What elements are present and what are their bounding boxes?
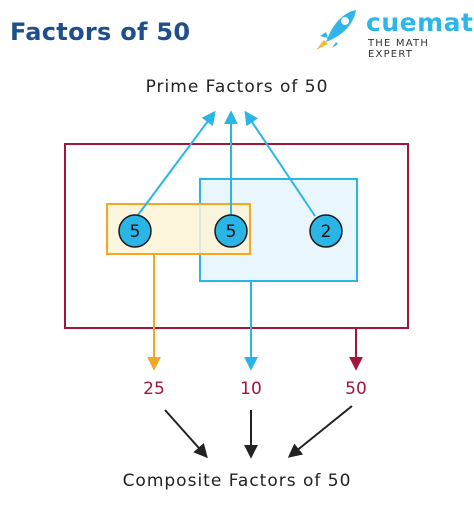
prime-node: 5 (214, 214, 248, 248)
prime-node-label: 2 (321, 222, 332, 242)
rocket-icon (316, 10, 356, 50)
prime-node: 2 (309, 214, 343, 248)
composite-factors-label: Composite Factors of 50 (122, 471, 352, 491)
arrow-node3-to-primes (244, 110, 316, 217)
prime-node-label: 5 (226, 222, 237, 242)
page-title: Factors of 50 (10, 18, 191, 46)
arrow-25-to-composites (164, 409, 208, 459)
prime-node-label: 5 (130, 222, 141, 242)
composite-factor-50: 50 (345, 379, 367, 399)
brand-logo: cuemath THE MATH EXPERT (312, 6, 474, 60)
brand-tagline: THE MATH EXPERT (368, 38, 430, 60)
brand-name: cuemath (366, 8, 474, 37)
composite-factor-25: 25 (143, 379, 165, 399)
outer-box (64, 143, 409, 329)
prime-factors-label: Prime Factors of 50 (145, 77, 329, 97)
prime-node: 5 (118, 214, 152, 248)
arrow-50-to-composites (287, 405, 353, 458)
composite-factor-10: 10 (240, 379, 262, 399)
arrow-node1-to-primes (137, 110, 216, 216)
